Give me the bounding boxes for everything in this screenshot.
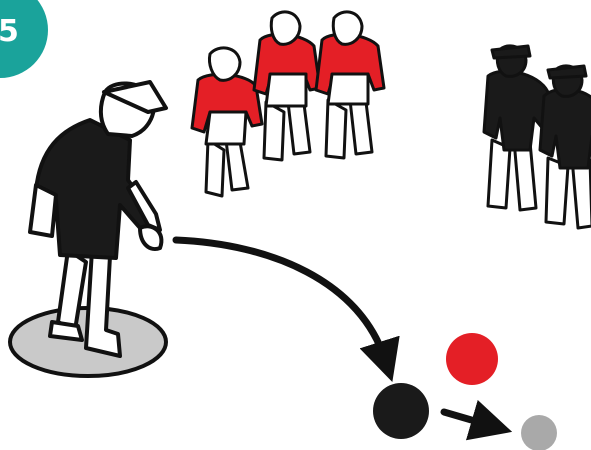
red-shirt-player-icon <box>192 48 262 196</box>
jack-ball <box>521 415 557 450</box>
curved-arrow-icon <box>176 240 386 362</box>
red-ball <box>446 333 498 385</box>
step-number: 5 <box>0 14 19 49</box>
red-team <box>192 12 384 196</box>
red-shirt-player-icon <box>316 12 384 158</box>
dark-player-icon <box>484 46 548 210</box>
step-badge: 5 <box>0 0 48 78</box>
black-ball <box>373 383 429 439</box>
red-shirt-player-icon <box>254 12 320 160</box>
short-arrow-icon <box>444 412 492 426</box>
dark-team <box>484 46 591 228</box>
